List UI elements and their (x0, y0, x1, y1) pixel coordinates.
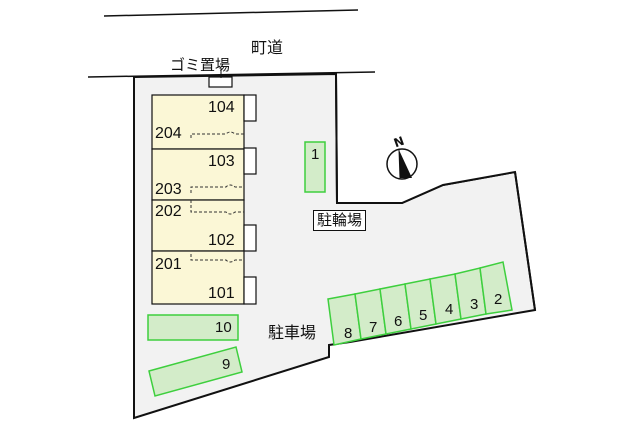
room-203: 203 (155, 181, 182, 198)
road-edge-line (103, 9, 359, 17)
parking-label-9: 9 (222, 356, 231, 373)
room-101: 101 (208, 285, 235, 302)
room-104: 104 (208, 99, 235, 116)
parking-label-6: 6 (394, 313, 403, 330)
parking-label-8: 8 (344, 325, 353, 342)
parking-label-4: 4 (445, 301, 454, 318)
garbage-station-label: ゴミ置場 (170, 56, 231, 74)
parking-label-3: 3 (470, 296, 479, 313)
parking-label-7: 7 (369, 319, 378, 336)
room-204: 204 (155, 125, 182, 142)
parking-label-10: 10 (215, 319, 232, 336)
north-arrow-icon (386, 148, 418, 180)
parking-label-2: 2 (494, 291, 503, 308)
room-103: 103 (208, 153, 235, 170)
site-boundary-ne (335, 73, 536, 311)
parking-space-10 (147, 314, 239, 341)
room-202: 202 (155, 203, 182, 220)
parking-label-1: 1 (311, 146, 320, 163)
parking-label-5: 5 (419, 307, 428, 324)
parking-row (327, 261, 513, 346)
room-102: 102 (208, 232, 235, 249)
apartment-building (151, 94, 257, 305)
parking-space-9 (148, 346, 243, 397)
garbage-station (208, 76, 233, 88)
car-parking-label: 駐車場 (268, 323, 317, 342)
parking-space-1 (304, 141, 326, 193)
bicycle-parking-label: 駐輪場 (313, 210, 367, 231)
road-label: 町道 (251, 38, 284, 57)
room-201: 201 (155, 256, 182, 273)
